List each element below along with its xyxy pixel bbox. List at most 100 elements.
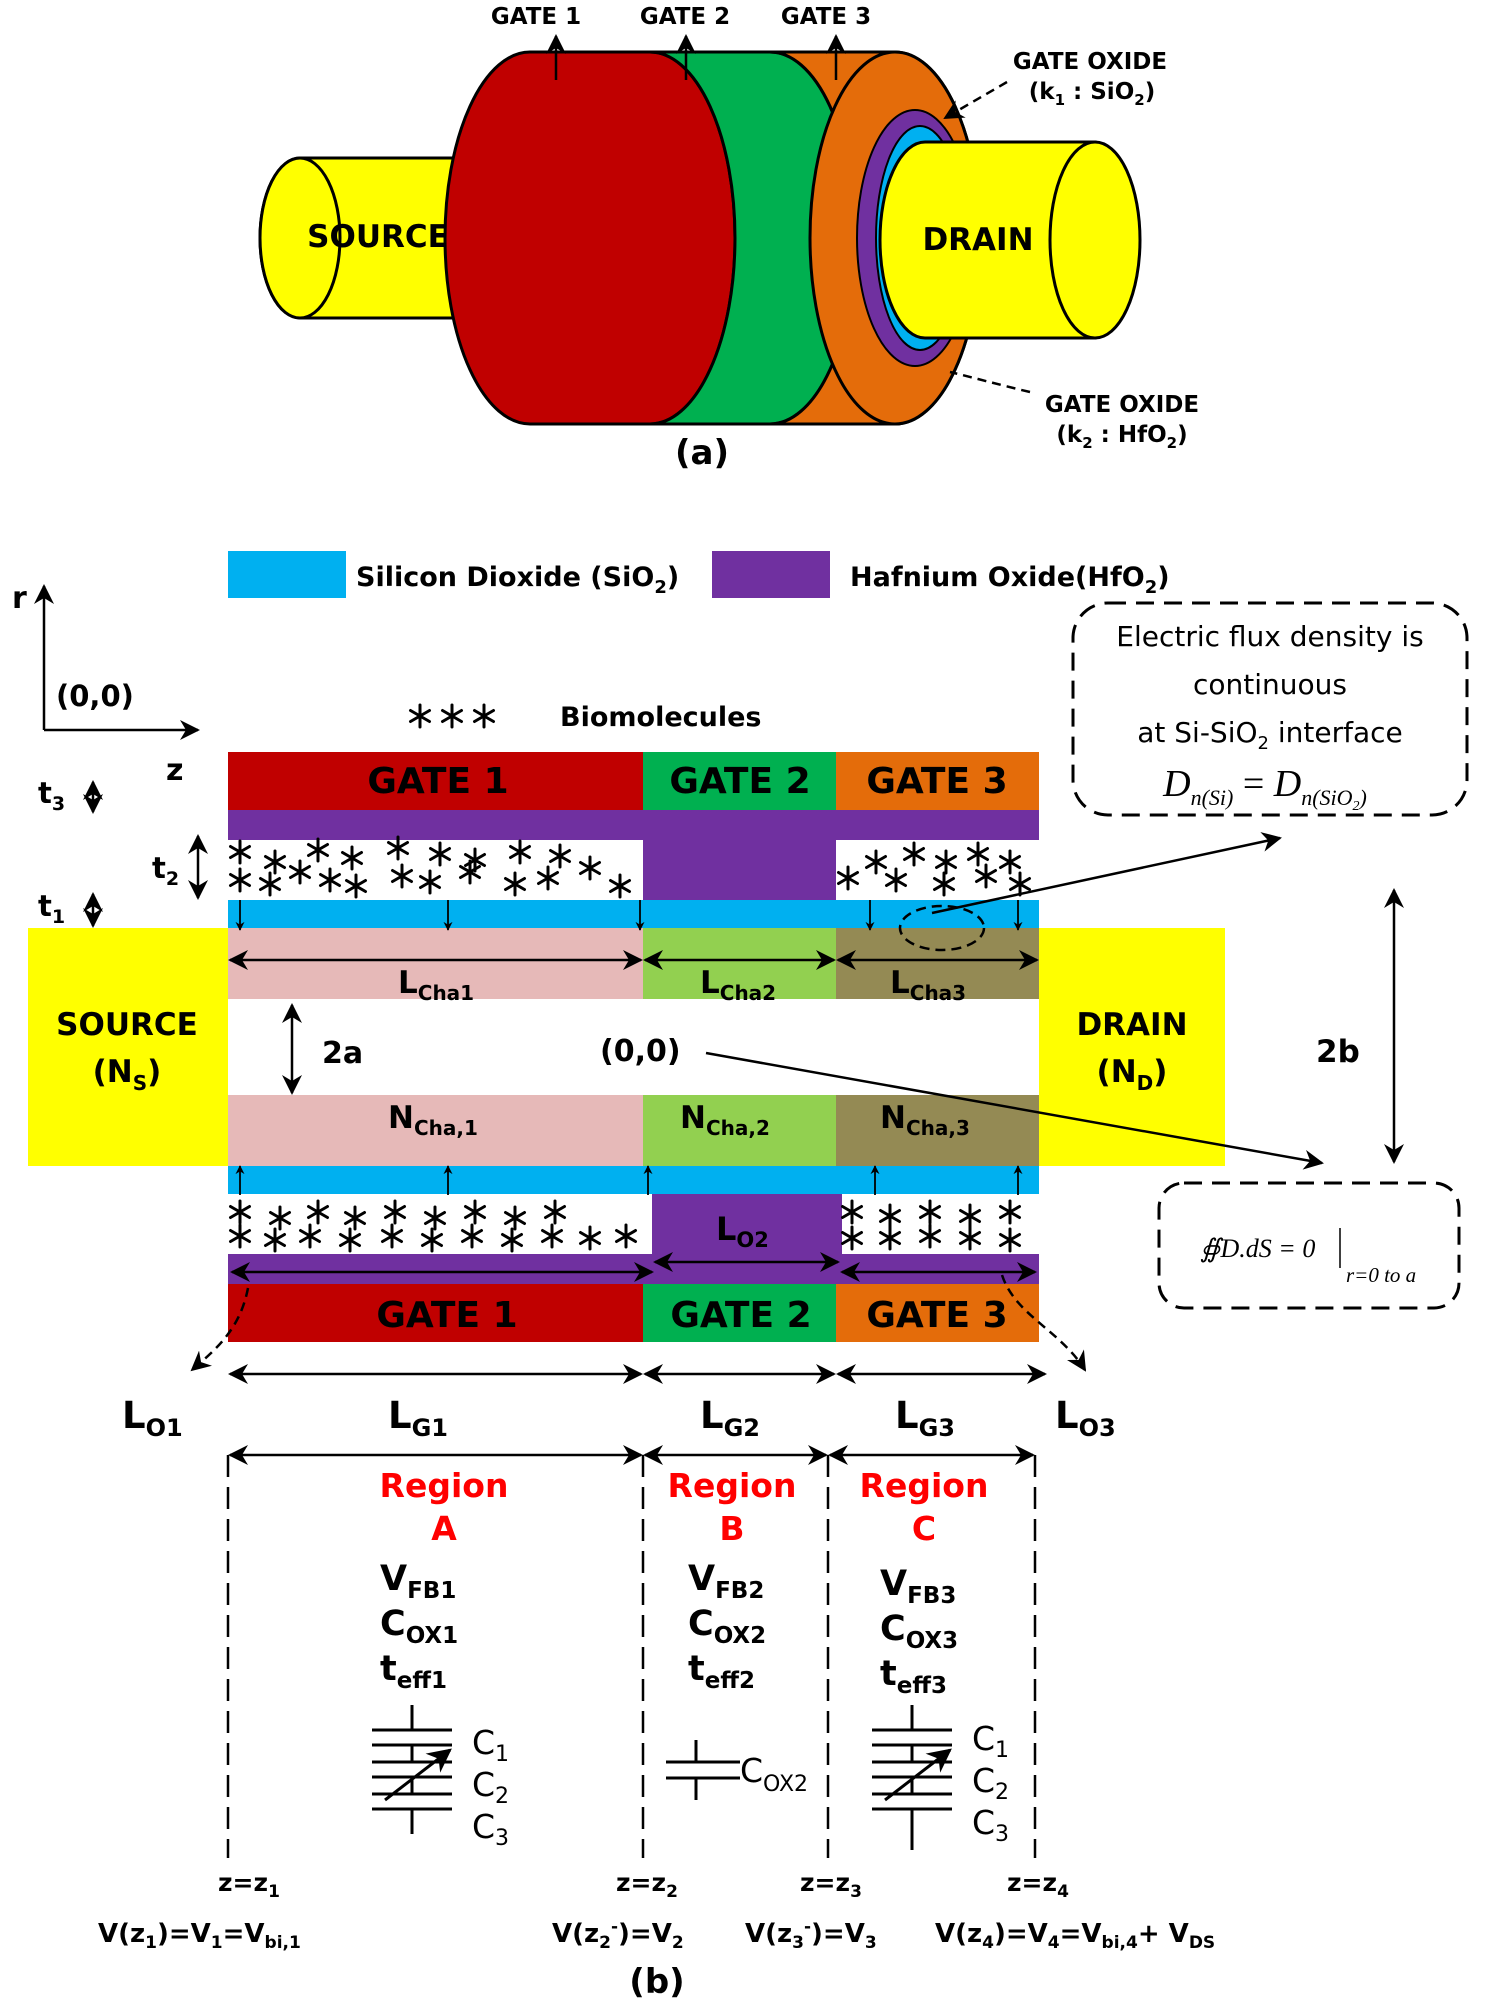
biomolecule-icon: [345, 873, 367, 899]
biomolecule-icon: [541, 1223, 563, 1249]
field-arrows: [235, 900, 1023, 1195]
biomolecule-icon: [464, 1199, 486, 1225]
biomolecule-icon: [975, 863, 997, 889]
ncha2-label: NCha,2: [680, 1100, 770, 1140]
biomolecule-icon: [509, 839, 531, 865]
region-c-letter: C: [912, 1509, 936, 1548]
v1-condition: V(z1)=V1=Vbi,1: [98, 1919, 301, 1953]
biomolecule-icon: [424, 1205, 446, 1231]
device-3d-view: SOURCE DRAIN GATE 1 GATE 2 GATE 3 GATE O…: [258, 4, 1199, 473]
biomolecule-icon: [841, 1199, 863, 1225]
biomolecule-icon: [879, 1203, 901, 1229]
biomolecule-icon: [885, 867, 907, 893]
z2-label: z=z2: [616, 1868, 678, 1902]
source-block: [28, 928, 228, 1166]
biomolecule-icon: [264, 849, 286, 875]
bottom-biomolecules-1: [229, 1199, 637, 1253]
v2-condition: V(z2-)=V2: [552, 1917, 684, 1953]
cap-c-c2: C2: [972, 1761, 1009, 1805]
bottom-gate2-label: GATE 2: [670, 1295, 811, 1336]
drain-label-3d: DRAIN: [922, 222, 1033, 258]
region-b-vfb: VFB2: [688, 1559, 764, 1604]
capacitor-stack-c: C1 C2 C3: [872, 1705, 1009, 1850]
biomolecule-icon: [299, 1223, 321, 1249]
flux-note-equation: Dn(Si) = Dn(SiO2): [1162, 763, 1367, 814]
biomolecule-icon: [504, 1205, 526, 1231]
thickness-annotations: t3 t2 t1: [38, 776, 208, 928]
caption-b: (b): [629, 1962, 684, 2002]
source-label: SOURCE: [56, 1007, 198, 1043]
caption-a: (a): [675, 433, 729, 473]
t2-label: t2: [152, 851, 179, 890]
oxide2-title: GATE OXIDE: [1045, 392, 1199, 418]
ncha3-label: NCha,3: [880, 1100, 970, 1140]
top-biomolecules-1: [229, 835, 631, 899]
gate1-label-3d: GATE 1: [491, 4, 581, 30]
top-sio2-layer: [228, 900, 1039, 928]
coordinate-axes: r z (0,0): [12, 581, 200, 788]
biomolecule-icon: [461, 1223, 483, 1249]
bottom-hfo2-gate2-fill: [652, 1194, 842, 1254]
axis-origin-label: (0,0): [56, 679, 134, 713]
lg1-label: LG1: [388, 1394, 448, 1442]
interface-pointer: [931, 832, 1282, 915]
source-label-3d: SOURCE: [307, 219, 449, 255]
biomolecule-icon: [501, 1227, 523, 1253]
drain-end-cap: [1048, 140, 1142, 340]
channel1-bottom: [228, 1095, 643, 1166]
biomolecule-icon: [307, 837, 329, 863]
gauss-note-bound: r=0 to a: [1346, 1263, 1416, 1287]
lcha1-label: LCha1: [398, 965, 474, 1005]
lcha3-label: LCha3: [890, 965, 966, 1005]
legend-sio2-swatch: [228, 551, 346, 598]
v3-condition: V(z3-)=V3: [745, 1917, 877, 1953]
biomolecule-icon: [933, 871, 955, 897]
gauss-note-box: [1157, 1181, 1461, 1310]
biomolecule-icon: [999, 1227, 1021, 1253]
lo3-label: LO3: [1055, 1394, 1116, 1442]
t3-label: t3: [38, 776, 65, 815]
biomolecule-icon: [935, 849, 957, 875]
flux-density-note: Electric flux density is continuous at S…: [1071, 601, 1469, 817]
lcha2-label: LCha2: [700, 965, 776, 1005]
capacitor-b: COX2: [666, 1740, 808, 1800]
biomolecule-icon: [549, 843, 571, 869]
gate2-label-3d: GATE 2: [640, 4, 730, 30]
region-c-teff: teff3: [880, 1654, 947, 1699]
oxide1-title: GATE OXIDE: [1013, 49, 1167, 75]
legend-sio2-label: Silicon Dioxide (SiO2): [356, 562, 679, 598]
flux-note-line2: continuous: [1193, 668, 1347, 701]
biomolecule-icon: [384, 1199, 406, 1225]
bottom-gate3: [836, 1284, 1039, 1342]
cap-a-c2: C2: [472, 1765, 509, 1809]
lg2-label: LG2: [700, 1394, 760, 1442]
source-end-cap: [258, 156, 342, 320]
flux-note-line3: at Si-SiO2 interface: [1137, 716, 1403, 754]
drain-block: [1039, 928, 1225, 1166]
biomolecule-icon: [441, 703, 463, 729]
region-a-vfb: VFB1: [380, 1559, 456, 1604]
biomolecule-icon: [319, 867, 341, 893]
flux-note-box: [1071, 601, 1469, 817]
oxide1-material: (k1 : SiO2): [1029, 79, 1155, 109]
biomolecule-icon: [537, 865, 559, 891]
biomolecule-icon: [473, 703, 495, 729]
biomolecule-icon: [409, 703, 431, 729]
cap-a-c1: C1: [472, 1723, 509, 1767]
biomolecule-icon: [387, 835, 409, 861]
z4-label: z=z4: [1007, 1868, 1069, 1902]
biomolecule-icon: [421, 1227, 443, 1253]
biomolecule-icon: [865, 849, 887, 875]
biomolecule-icon: [837, 865, 859, 891]
biomolecule-icon: [269, 1205, 291, 1231]
region-a-block: Region A VFB1 COX1 teff1: [380, 1466, 509, 1694]
biomolecule-icon: [504, 871, 526, 897]
oxide2-material: (k2 : HfO2): [1056, 422, 1187, 452]
biomolecule-icon: [615, 1223, 637, 1249]
legend-hfo2-label: Hafnium Oxide(HfO2): [850, 562, 1170, 598]
oxide1-leader: [943, 80, 1008, 120]
biomolecule-icon: [307, 1199, 329, 1225]
top-gate2: [643, 752, 836, 810]
gate3-label-3d: GATE 3: [781, 4, 871, 30]
